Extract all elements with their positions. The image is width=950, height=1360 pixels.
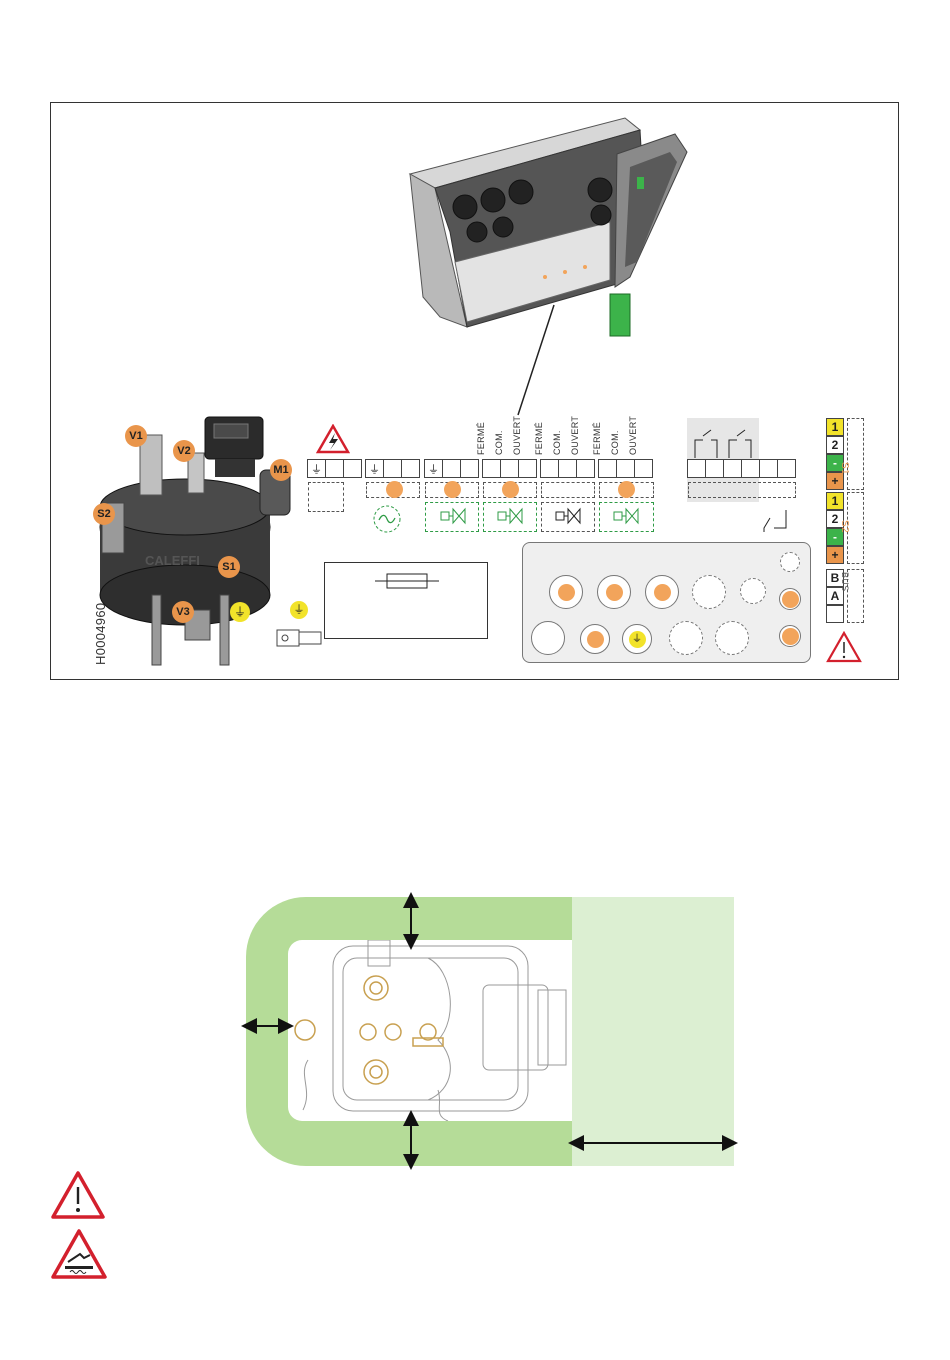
valve-icon bbox=[613, 506, 641, 528]
cable-gland-marker bbox=[386, 481, 403, 498]
callout-v1: V1 bbox=[125, 425, 147, 447]
callout-v2: V2 bbox=[173, 440, 195, 462]
cable-gland-spare bbox=[669, 621, 703, 655]
switch-contact-icon bbox=[756, 502, 796, 538]
figure-code: H0004960 bbox=[93, 603, 108, 665]
terminal-label: COM. bbox=[610, 430, 620, 455]
s1-terminal-1: 1 bbox=[826, 418, 844, 436]
cable-gland bbox=[645, 575, 679, 609]
high-voltage-warning-icon bbox=[316, 424, 350, 454]
cable-gland bbox=[779, 625, 801, 647]
terminal-label: OUVERT bbox=[512, 416, 522, 455]
s2-label: S2 bbox=[839, 520, 850, 533]
ground-icon: ⏚ bbox=[230, 602, 250, 622]
cable-gland-marker bbox=[502, 481, 519, 498]
ac-supply-icon bbox=[372, 504, 402, 534]
ground-icon: ⏚ bbox=[424, 459, 443, 478]
terminal-label: FERMÉ bbox=[534, 422, 544, 455]
terminal-block-valve1: ⏚ bbox=[425, 459, 479, 478]
terminal-block-supply: ⏚ bbox=[366, 459, 420, 478]
terminal-block-pe: ⏚ bbox=[308, 459, 362, 478]
ground-icon: ⏚ bbox=[629, 631, 646, 648]
relay-contact-icon bbox=[687, 420, 759, 460]
cable-gland-spare bbox=[715, 621, 749, 655]
terminal-block-valve4 bbox=[599, 459, 653, 478]
hot-surface-warning-icon bbox=[50, 1228, 108, 1280]
callout-s2: S2 bbox=[93, 503, 115, 525]
cable-gland bbox=[580, 624, 610, 654]
warning-icon bbox=[826, 631, 862, 663]
terminal-block-valve2 bbox=[483, 459, 537, 478]
valve-icon bbox=[497, 506, 525, 528]
terminal-label: COM. bbox=[552, 430, 562, 455]
cable-gland-spare bbox=[740, 578, 766, 604]
ground-gland: ⏚ bbox=[622, 624, 652, 654]
terminal-label: OUVERT bbox=[570, 416, 580, 455]
ground-icon: ⏚ bbox=[307, 459, 326, 478]
cable-box-relays bbox=[688, 482, 796, 498]
cable-gland bbox=[779, 588, 801, 610]
cable-gland-marker bbox=[444, 481, 461, 498]
s2-terminal-1: 1 bbox=[826, 492, 844, 510]
terminal-label: FERMÉ bbox=[592, 422, 602, 455]
cable-gland-spare bbox=[780, 552, 800, 572]
ground-icon: ⏚ bbox=[290, 601, 308, 619]
s1-cable-box bbox=[847, 418, 864, 490]
cable-gland-marker bbox=[618, 481, 635, 498]
cable-box bbox=[541, 482, 595, 498]
bus-terminal-empty bbox=[826, 605, 844, 623]
callout-v3: V3 bbox=[172, 601, 194, 623]
warning-icon bbox=[50, 1170, 106, 1220]
valve-icon bbox=[555, 506, 583, 528]
clearance-arrows bbox=[240, 890, 740, 1170]
terminal-label: FERMÉ bbox=[476, 422, 486, 455]
terminal-label: COM. bbox=[494, 430, 504, 455]
s1-label: S1 bbox=[839, 462, 850, 475]
cable-gland bbox=[597, 575, 631, 609]
leader-line bbox=[510, 300, 570, 420]
s1-terminal-2: 2 bbox=[826, 436, 844, 454]
ground-icon: ⏚ bbox=[365, 459, 384, 478]
terminal-label: OUVERT bbox=[628, 416, 638, 455]
cable-gland-spare bbox=[692, 575, 726, 609]
callout-s1: S1 bbox=[218, 556, 240, 578]
valve-icon bbox=[440, 506, 468, 528]
ground-lug-illustration bbox=[275, 622, 325, 652]
cable-box-pe bbox=[308, 482, 344, 512]
separator-unit-illustration: CALEFFI bbox=[90, 415, 300, 675]
cable-gland-large bbox=[531, 621, 565, 655]
bus-label: BUS bbox=[840, 572, 850, 591]
fuse-icon bbox=[375, 570, 439, 592]
cable-gland bbox=[549, 575, 583, 609]
terminal-block-valve3 bbox=[541, 459, 595, 478]
s2-terminal-plus: + bbox=[826, 546, 844, 564]
svg-text:CALEFFI: CALEFFI bbox=[145, 553, 200, 568]
callout-m1: M1 bbox=[270, 459, 292, 481]
terminal-block-relays bbox=[688, 459, 796, 478]
